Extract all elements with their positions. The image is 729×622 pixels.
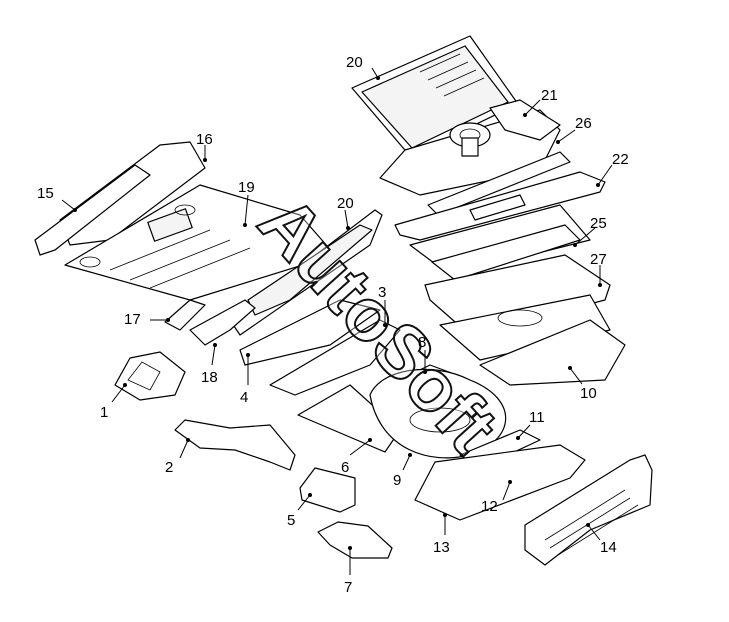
part-5-bracket[interactable] xyxy=(299,467,356,513)
callout-15: 15 xyxy=(37,185,54,202)
part-1-bracket[interactable] xyxy=(114,351,186,401)
callout-8: 8 xyxy=(418,334,426,351)
callout-1: 1 xyxy=(100,404,108,421)
callout-labels: 20 21 26 22 25 27 10 16 15 19 20 17 18 4… xyxy=(37,54,629,596)
callout-2: 2 xyxy=(165,459,173,476)
callout-leaders xyxy=(61,67,613,575)
callout-23: 22 xyxy=(612,151,629,168)
part-4-sill[interactable] xyxy=(239,299,381,366)
part-27-floor-panel[interactable] xyxy=(424,254,611,361)
part-26-cross-member[interactable] xyxy=(427,151,571,216)
callout-3: 3 xyxy=(378,284,386,301)
callout-13: 13 xyxy=(433,539,450,556)
callout-7: 7 xyxy=(344,579,352,596)
part-13-rear-extension[interactable] xyxy=(414,444,586,521)
part-18-reinforcement[interactable] xyxy=(189,299,256,346)
callout-26: 26 xyxy=(575,115,592,132)
part-17-bracket[interactable] xyxy=(164,299,206,331)
part-7-cover[interactable] xyxy=(317,521,393,559)
part-14-rear-panel[interactable] xyxy=(524,454,653,566)
part-shapes xyxy=(34,35,653,566)
callout-16: 16 xyxy=(196,131,213,148)
part-2-longitudinal[interactable] xyxy=(174,419,296,471)
part-9-floor-well[interactable] xyxy=(369,368,507,459)
part-10-rear-floor[interactable] xyxy=(479,319,626,386)
part-15-side-rail[interactable] xyxy=(34,164,151,256)
part-19-front-floor[interactable] xyxy=(64,184,336,301)
callout-4: 4 xyxy=(240,389,248,406)
callout-17: 17 xyxy=(124,311,141,328)
callout-21: 20 xyxy=(346,54,363,71)
part-16-side-rail[interactable] xyxy=(59,141,206,246)
callout-10: 10 xyxy=(580,385,597,402)
callout-6: 6 xyxy=(341,459,349,476)
callout-5: 5 xyxy=(287,512,295,529)
callout-18: 18 xyxy=(201,369,218,386)
callout-19: 19 xyxy=(238,179,255,196)
callout-22: 21 xyxy=(541,87,558,104)
callout-12: 12 xyxy=(481,498,498,515)
part-22-bracket[interactable] xyxy=(449,99,561,157)
callout-20: 20 xyxy=(337,195,354,212)
part-3-inner-sill[interactable] xyxy=(269,319,401,396)
part-23-cross-member[interactable] xyxy=(394,171,606,241)
part-20-tunnel-panel[interactable] xyxy=(229,209,383,336)
callout-27: 27 xyxy=(590,251,607,268)
callout-9: 9 xyxy=(393,472,401,489)
callout-14: 14 xyxy=(600,539,617,556)
callout-11: 11 xyxy=(529,409,545,426)
callout-25: 25 xyxy=(590,215,607,232)
part-25-floor-panel[interactable] xyxy=(409,204,591,281)
